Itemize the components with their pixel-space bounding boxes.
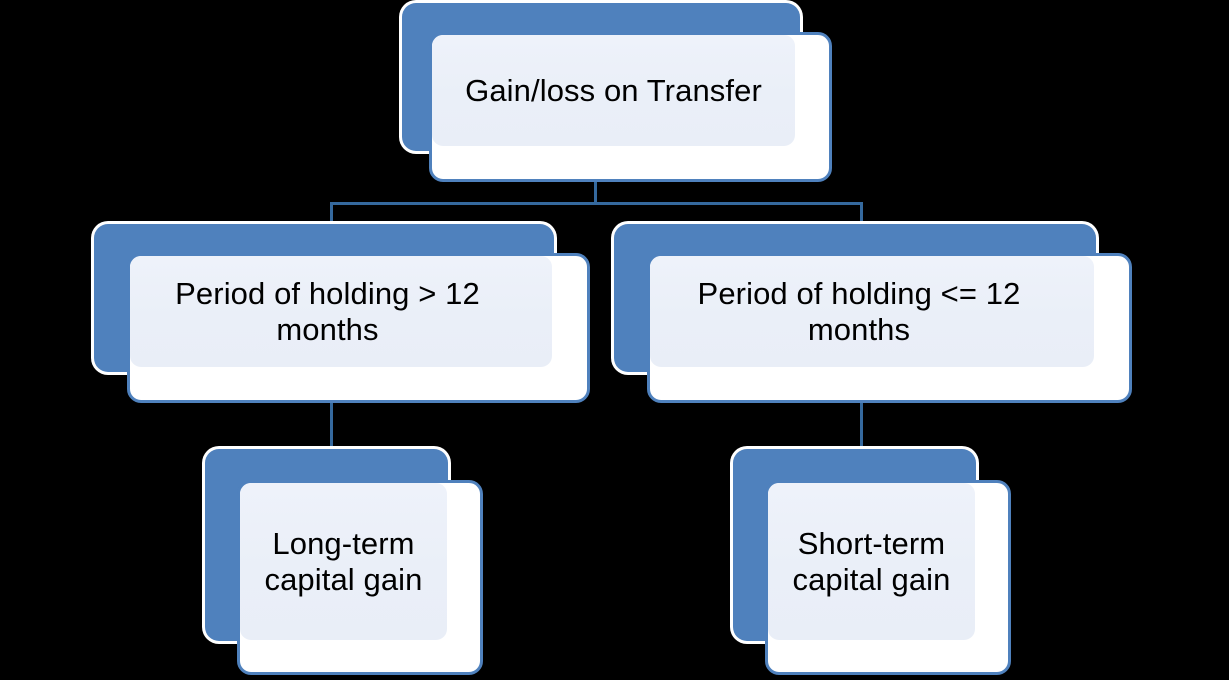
node-period-of-holding-less-than-equal-12-months[interactable]: Period of holding <= 12 months <box>614 224 1136 406</box>
node-inner-panel <box>130 256 552 367</box>
node-gain-loss-on-transfer[interactable]: Gain/loss on Transfer <box>402 3 834 185</box>
node-inner-panel <box>768 483 975 640</box>
connector-to-long-branch <box>330 202 333 234</box>
connector-to-short-branch <box>860 202 863 234</box>
node-period-of-holding-greater-than-12-months[interactable]: Period of holding > 12 months <box>94 224 594 406</box>
node-label: Period of holding > 12 months <box>175 275 480 347</box>
node-label: Short-term capital gain <box>792 525 951 597</box>
node-inner-panel <box>240 483 447 640</box>
node-short-term-capital-gain[interactable]: Short-term capital gain <box>733 449 1013 677</box>
connector-root-stem <box>594 172 597 205</box>
node-label: Long-term capital gain <box>264 525 423 597</box>
node-inner-panel <box>432 35 795 146</box>
connector-horizontal-bar <box>330 202 863 205</box>
node-inner-panel <box>650 256 1094 367</box>
node-label: Period of holding <= 12 months <box>697 275 1021 347</box>
connector-to-short-result <box>860 396 863 456</box>
node-long-term-capital-gain[interactable]: Long-term capital gain <box>205 449 485 677</box>
node-label: Gain/loss on Transfer <box>465 72 762 108</box>
connector-to-long-result <box>330 396 333 456</box>
